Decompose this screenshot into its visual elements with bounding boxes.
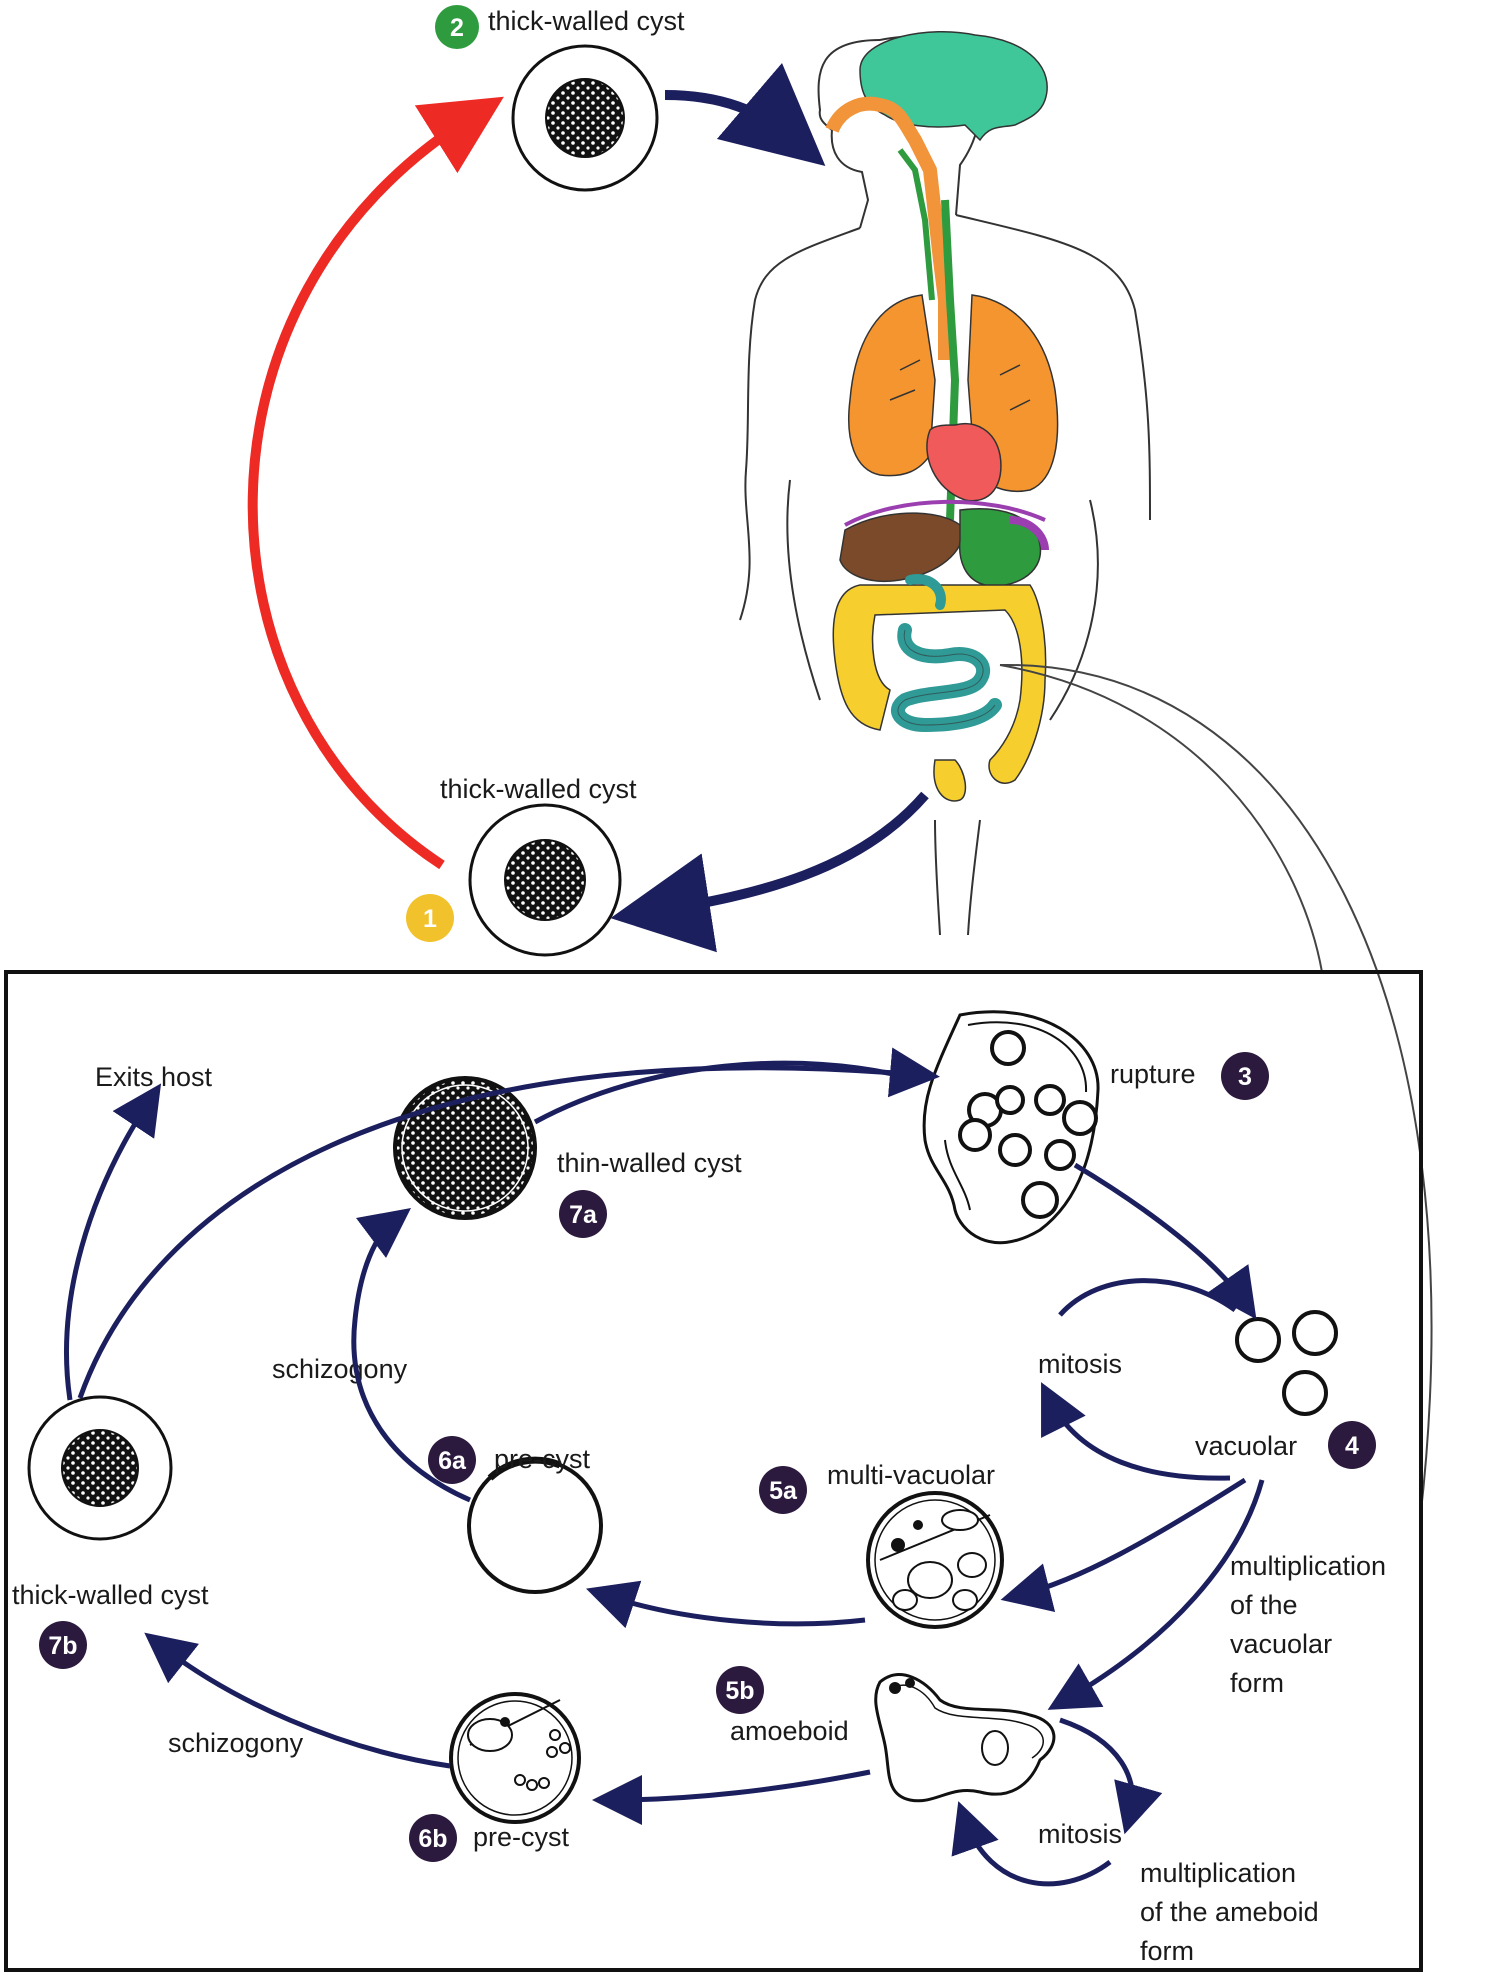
stomach xyxy=(958,508,1042,587)
label-step2-cyst: thick-walled cyst xyxy=(488,6,685,36)
rupture-sac xyxy=(922,1010,1100,1245)
arrow-mitosis-loop-bottom xyxy=(1059,1717,1163,1835)
inset-box xyxy=(4,970,1423,1972)
heart xyxy=(926,423,1002,502)
pre-cyst-6a xyxy=(467,1456,603,1594)
esophagus xyxy=(825,96,952,360)
svg-text:of the ameboid: of the ameboid xyxy=(1140,1897,1319,1927)
label-exits-host: Exits host xyxy=(95,1062,213,1092)
label-multiplication-ameboid: multiplication of the ameboid form xyxy=(1140,1858,1319,1966)
cyst-step1 xyxy=(468,803,622,957)
left-lung xyxy=(848,294,936,477)
svg-text:3: 3 xyxy=(1238,1063,1252,1091)
multi-vacuolar-form xyxy=(866,1491,1004,1629)
cyst-step2 xyxy=(511,44,659,192)
svg-text:7a: 7a xyxy=(569,1201,598,1229)
label-schizogony-top: schizogony xyxy=(272,1354,408,1384)
svg-text:1: 1 xyxy=(423,905,437,933)
badge-1: 1 xyxy=(406,894,454,942)
svg-text:6b: 6b xyxy=(418,1825,447,1853)
amoeboid-form xyxy=(874,1673,1056,1803)
connector-line-outer xyxy=(999,663,1433,1521)
badge-6a: 6a xyxy=(428,1436,476,1484)
arrow-rupture-to-vacuolar xyxy=(1073,1162,1257,1320)
arrow-6b-to-7b xyxy=(144,1632,451,1769)
svg-text:form: form xyxy=(1230,1668,1284,1698)
label-rupture: rupture xyxy=(1110,1059,1196,1089)
badge-5a: 5a xyxy=(759,1466,807,1514)
label-multiplication-vacuolar: multiplication of the vacuolar form xyxy=(1230,1551,1386,1698)
thin-walled-cyst xyxy=(393,1076,537,1220)
svg-text:4: 4 xyxy=(1345,1432,1359,1460)
diaphragm xyxy=(844,499,1046,527)
arrow-multivacuolar-to-6a xyxy=(586,1580,866,1629)
badge-3: 3 xyxy=(1221,1052,1269,1100)
label-pre-cyst-6a: pre-cyst xyxy=(494,1444,591,1474)
label-step1-cyst: thick-walled cyst xyxy=(440,774,637,804)
arrow-body-to-cyst1 xyxy=(610,791,929,953)
label-vacuolar: vacuolar xyxy=(1195,1431,1297,1461)
colon xyxy=(832,584,1047,784)
badge-6b: 6b xyxy=(409,1814,457,1862)
label-mitosis-top: mitosis xyxy=(1038,1349,1122,1379)
svg-text:7b: 7b xyxy=(48,1632,77,1660)
liver xyxy=(839,512,966,582)
brain xyxy=(859,30,1048,142)
arrow-cyst-to-mouth xyxy=(664,62,826,167)
arrow-amoeboid-to-6b xyxy=(592,1769,871,1825)
label-thin-walled-cyst: thin-walled cyst xyxy=(557,1148,742,1178)
human-body xyxy=(739,30,1151,936)
label-thick-walled-cyst-7b: thick-walled cyst xyxy=(12,1580,209,1610)
badge-7a: 7a xyxy=(559,1190,607,1238)
arrow-6a-to-7a xyxy=(351,1207,471,1503)
label-multi-vacuolar: multi-vacuolar xyxy=(827,1460,995,1490)
pre-cyst-6b xyxy=(449,1692,581,1824)
thick-walled-cyst-7b xyxy=(27,1395,173,1541)
arrow-red-1-to-2 xyxy=(247,96,504,870)
label-pre-cyst-6b: pre-cyst xyxy=(473,1822,570,1852)
connector-line-inner xyxy=(999,664,1323,973)
svg-text:5a: 5a xyxy=(769,1477,798,1505)
badge-7b: 7b xyxy=(39,1621,87,1669)
svg-text:2: 2 xyxy=(450,14,464,42)
svg-text:6a: 6a xyxy=(438,1447,467,1475)
svg-text:vacuolar: vacuolar xyxy=(1230,1629,1332,1659)
arrow-7b-to-exits xyxy=(64,1083,162,1401)
inset-arrows xyxy=(64,1047,1265,1887)
small-intestine xyxy=(891,623,1002,732)
svg-text:multiplication: multiplication xyxy=(1230,1551,1386,1581)
svg-text:of the: of the xyxy=(1230,1590,1298,1620)
svg-text:multiplication: multiplication xyxy=(1140,1858,1296,1888)
arrow-mitosis-loop-top xyxy=(1058,1278,1237,1317)
badge-5b: 5b xyxy=(716,1666,764,1714)
badge-4: 4 xyxy=(1328,1421,1376,1469)
arrow-vacuolar-to-amoeboid xyxy=(1047,1479,1265,1710)
vacuolar-forms xyxy=(1235,1310,1338,1416)
label-schizogony-bottom: schizogony xyxy=(168,1728,304,1758)
arrow-vacuolar-to-multivacuolar xyxy=(1000,1477,1247,1612)
arrow-7a-to-rupture xyxy=(533,1060,911,1125)
label-mitosis-bottom: mitosis xyxy=(1038,1819,1122,1849)
badge-2: 2 xyxy=(435,5,479,49)
svg-text:5b: 5b xyxy=(725,1677,754,1705)
label-amoeboid: amoeboid xyxy=(730,1716,849,1746)
svg-text:form: form xyxy=(1140,1936,1194,1966)
